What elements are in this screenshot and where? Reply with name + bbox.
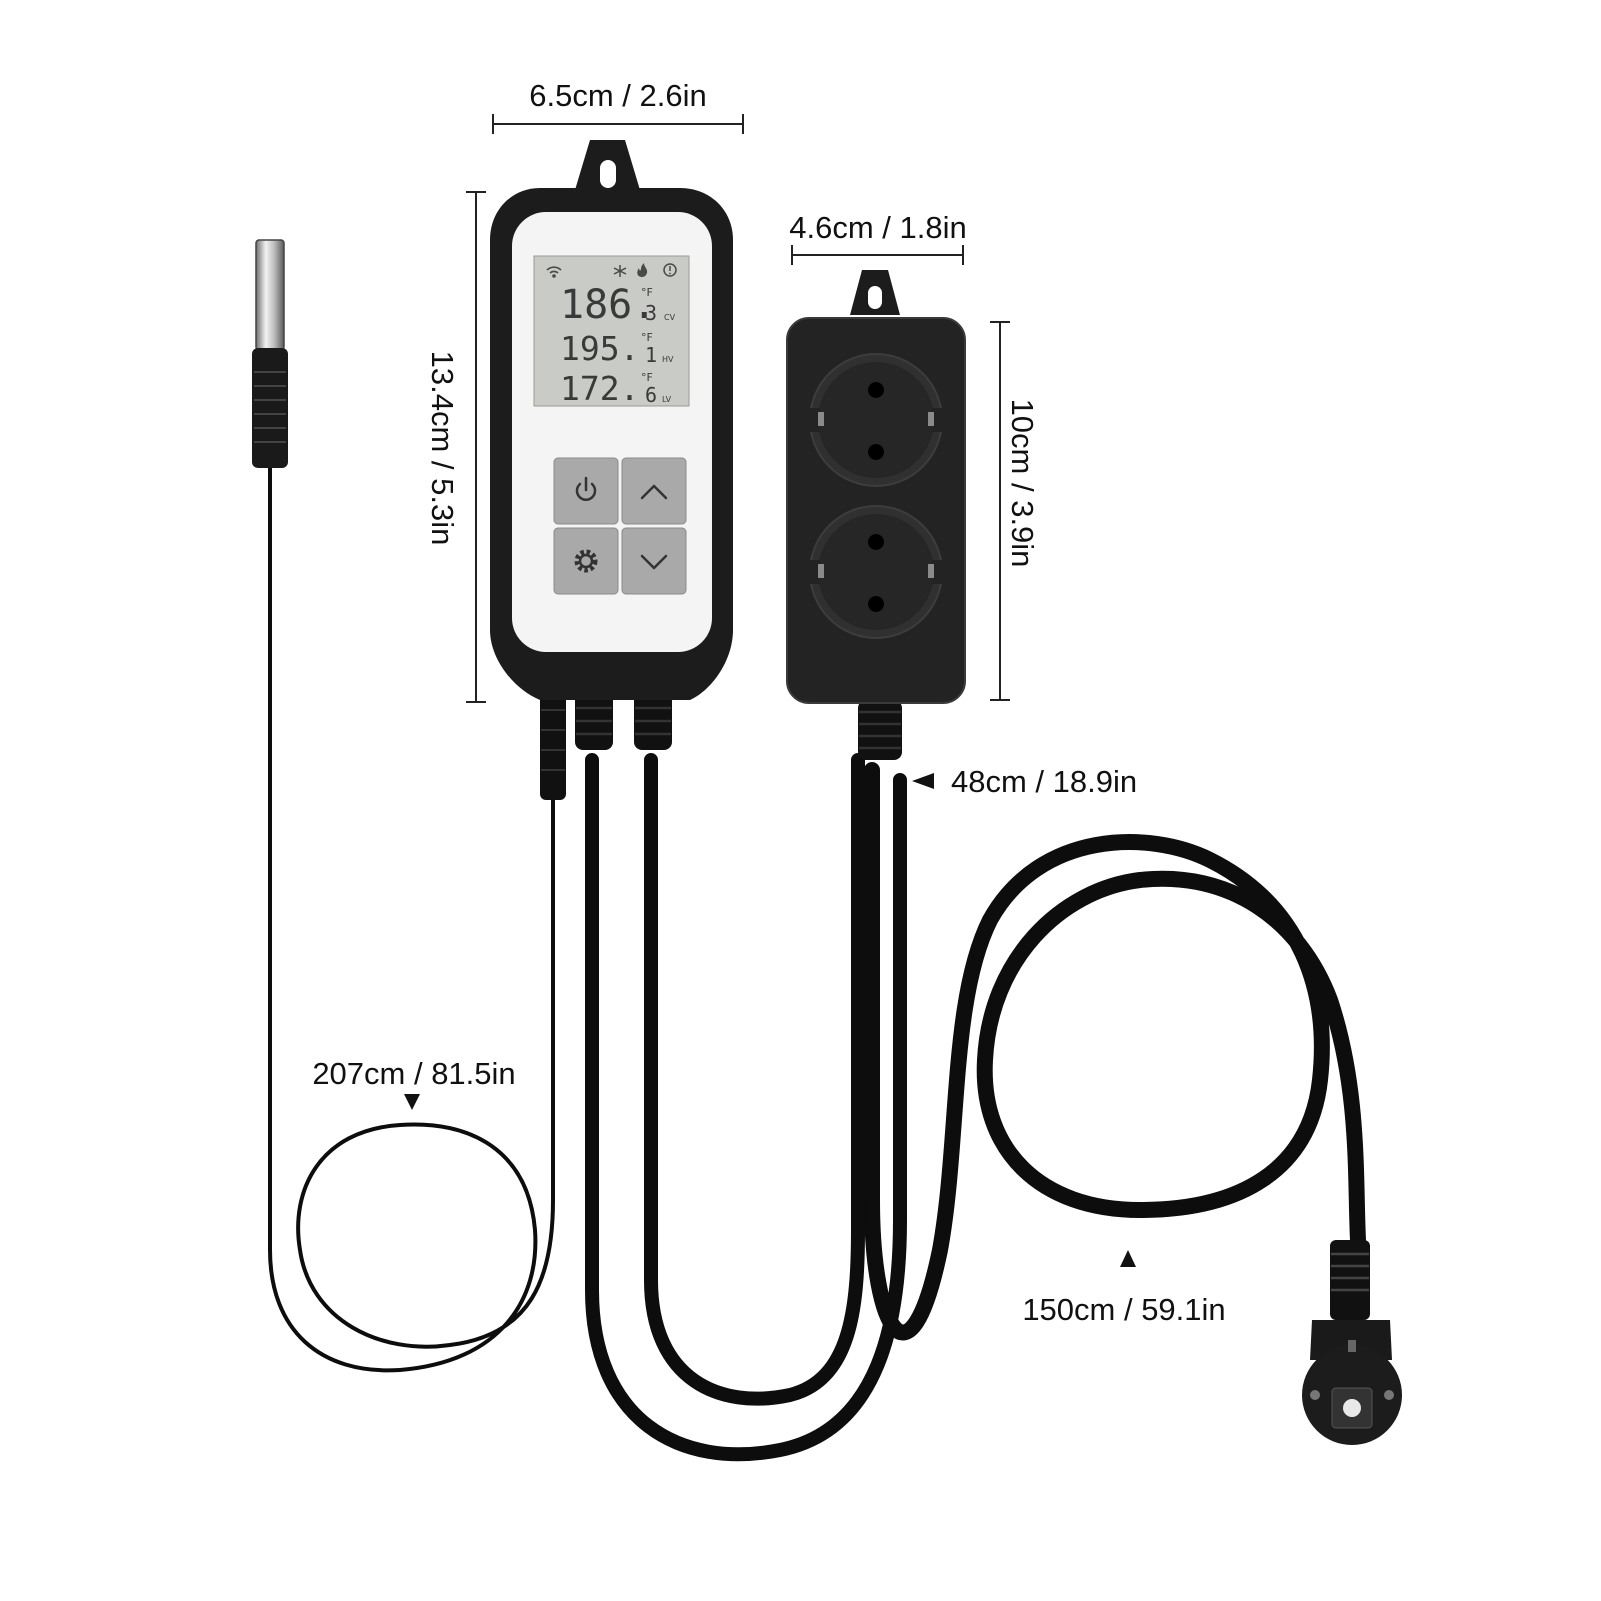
power-icon (575, 476, 597, 501)
dimension-lines (466, 114, 1010, 703)
arrow-socket-cable (912, 773, 934, 789)
lcd-row2-decimal: 1 (645, 343, 657, 367)
thermostat-controller: 186. °F 3 CV 195. °F 1 HV 172. °F 6 LV (490, 140, 733, 800)
down-button[interactable] (621, 527, 687, 595)
snowflake-icon (613, 265, 627, 277)
arrow-power-cable (1120, 1250, 1136, 1267)
pointer-arrows (404, 773, 1136, 1267)
socket-height-label: 10cm / 3.9in (1005, 399, 1040, 568)
lcd-row3-tag: LV (662, 395, 672, 404)
keypad (553, 457, 687, 595)
lcd-row3-unit: °F (641, 371, 653, 384)
lcd-screen (533, 255, 690, 407)
cables (268, 453, 1366, 1462)
power-cable-label: 150cm / 59.1in (1022, 1292, 1225, 1327)
controller-height-label: 13.4cm / 5.3in (425, 351, 460, 546)
lcd-row2-unit: °F (641, 331, 653, 344)
outlet-2 (806, 505, 946, 639)
probe-tip (255, 239, 285, 351)
lcd-row3-value: 172. (560, 369, 639, 408)
flame-icon (637, 263, 648, 277)
lcd-row1-decimal: 3 (645, 301, 657, 325)
arrow-down-icon (640, 554, 668, 570)
socket-box (786, 270, 966, 760)
lcd-row2-tag: HV (662, 355, 674, 364)
socket-strain-relief (858, 700, 902, 760)
up-button[interactable] (621, 457, 687, 525)
wifi-icon (546, 266, 562, 278)
relay-cable-inner (644, 753, 865, 1406)
socket-cable-label: 48cm / 18.9in (951, 764, 1137, 799)
lcd-row3-decimal: 6 (645, 383, 657, 407)
outlet-1 (806, 353, 946, 487)
controller-width-label: 6.5cm / 2.6in (529, 78, 706, 113)
socket-width-label: 4.6cm / 1.8in (789, 210, 966, 245)
arrow-up-icon (640, 484, 668, 500)
temperature-probe (252, 239, 288, 468)
probe-jack (540, 690, 566, 800)
probe-handle (252, 348, 288, 468)
lcd-row1-unit: °F (641, 286, 653, 299)
settings-button[interactable] (553, 527, 619, 595)
power-cable (864, 762, 1366, 1341)
lcd-row2-value: 195. (560, 329, 639, 368)
lcd-row1-tag: CV (664, 313, 676, 322)
power-plug (1302, 1240, 1402, 1445)
probe-cable-label: 207cm / 81.5in (312, 1056, 515, 1091)
probe-cable (268, 453, 555, 1373)
alert-icon (663, 263, 677, 277)
arrow-probe-cable (404, 1094, 420, 1110)
lcd-row1-value: 186. (560, 282, 656, 328)
gear-icon (574, 549, 598, 573)
relay-cable-outer (585, 753, 907, 1462)
